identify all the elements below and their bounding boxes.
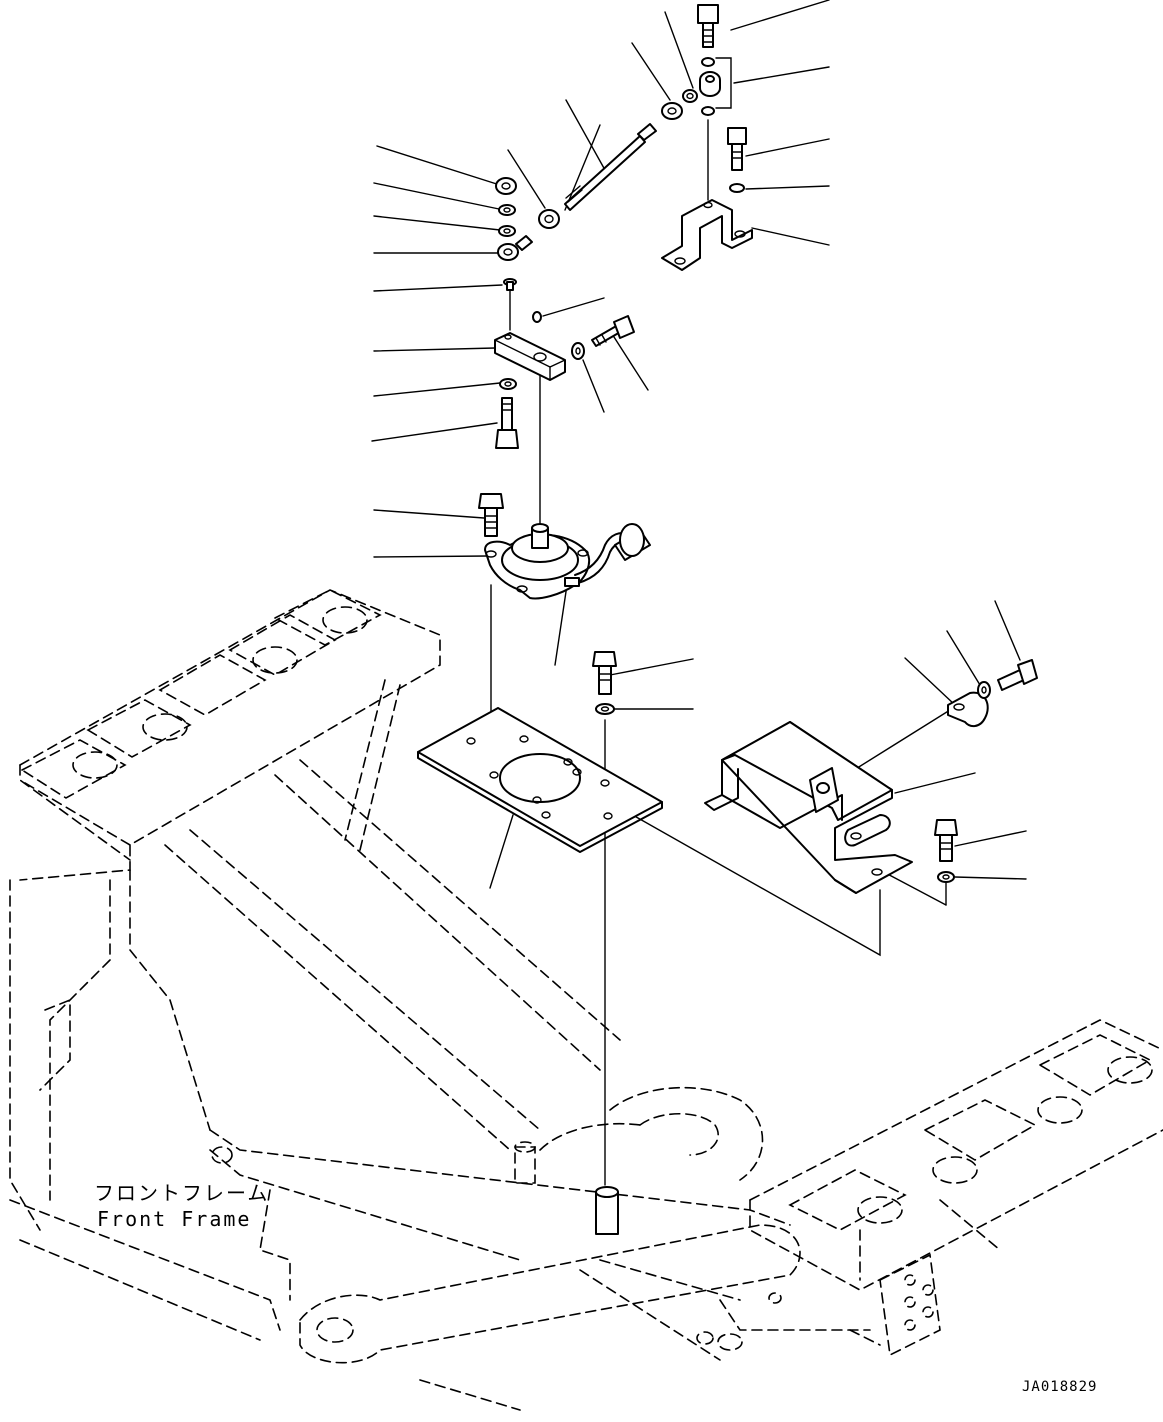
bracket-indicator [715,57,732,109]
washer-cover [937,871,955,883]
rod [564,123,657,211]
bolt-clamp [997,659,1038,691]
washer-top-2 [701,106,715,116]
bolt-lever-right [591,315,635,347]
mounting-post [595,1186,619,1235]
washer-stack-2 [498,225,516,237]
drawing-code: JA018829 [1022,1379,1097,1395]
rod-end-left [497,235,533,261]
front-frame [9,589,1163,1411]
pin [503,278,517,291]
nut-left [538,209,560,229]
washer-stack-1 [498,204,516,216]
nut-upper [661,102,683,120]
nut-top [682,89,698,103]
small-washer-right [532,311,542,323]
bracket-upper [661,199,753,271]
washer-clamp [977,681,991,699]
washer-bracket [729,183,745,193]
bolt-cover [934,819,958,862]
alignment-lines [490,119,951,1186]
frame-label-jp: フロントフレーム [94,1181,269,1205]
bolt-top [697,4,719,48]
rod-end-top [699,71,721,97]
leader-lines [371,0,1027,889]
clamp [947,691,989,728]
bolt-plate [592,651,617,695]
washer-lever-right [571,342,585,360]
bolt-sensor [478,493,504,537]
washer-plate [595,703,615,715]
nut-stack [495,177,517,195]
washer-top [701,57,715,67]
angle-sensor [484,523,651,600]
bolt-lever [495,397,519,449]
frame-label-en: Front Frame [97,1207,251,1231]
lever-arm [494,332,566,381]
washer-lever [499,378,517,390]
cover-bracket [704,721,913,894]
mounting-plate [417,707,663,853]
bolt-bracket [727,127,747,171]
